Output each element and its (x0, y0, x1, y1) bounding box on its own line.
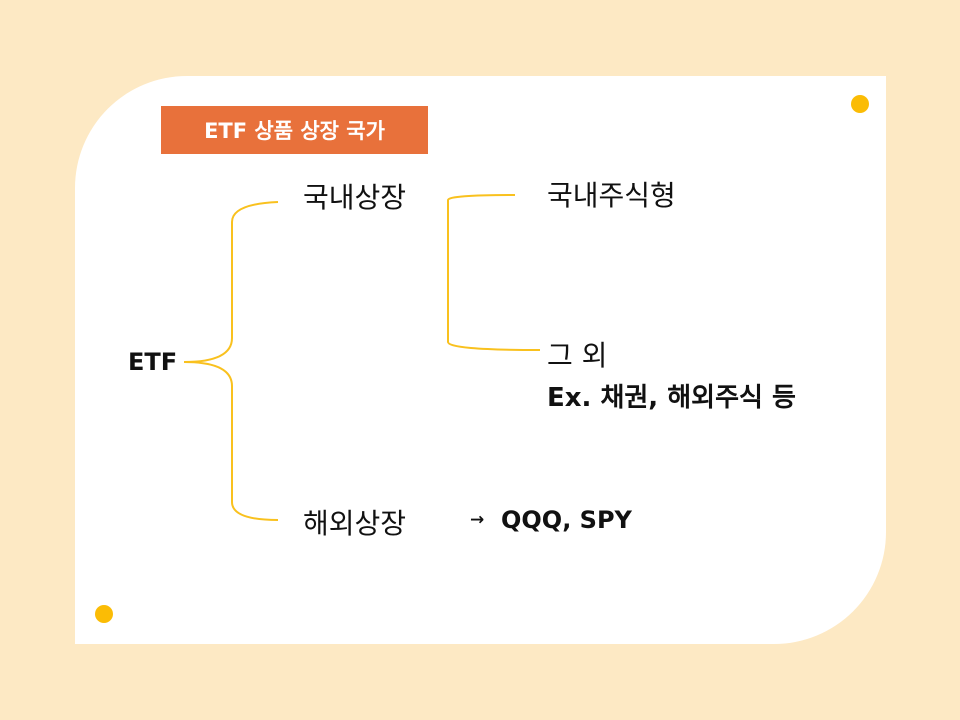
root-node-etf: ETF (128, 348, 178, 376)
branch-domestic-listing: 국내상장 (303, 181, 407, 214)
brace-domestic-children (447, 194, 541, 351)
arrow-right-icon: → (470, 510, 485, 530)
leaf-others: 그 외 (547, 339, 608, 372)
brace-etf-branches (183, 201, 279, 521)
overseas-examples: QQQ, SPY (501, 506, 632, 534)
leaf-domestic-stock: 국내주식형 (547, 179, 676, 212)
decorative-dot-bottom (95, 605, 113, 623)
branch-overseas-listing: 해외상장 (303, 507, 407, 540)
decorative-dot-top (851, 95, 869, 113)
leaf-others-example: Ex. 채권, 해외주식 등 (547, 383, 796, 413)
title-badge: ETF 상품 상장 국가 (161, 106, 428, 154)
